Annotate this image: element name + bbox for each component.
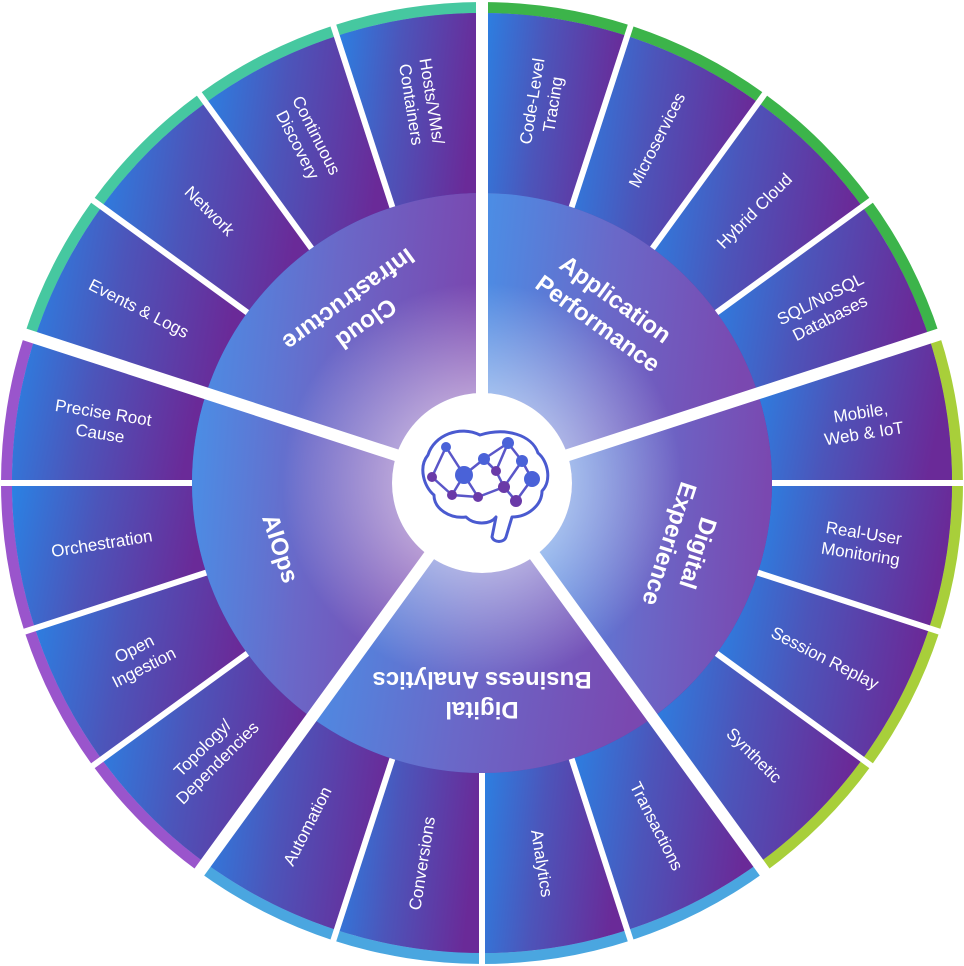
segment-divider (195, 90, 314, 251)
application-performance-segment-1[interactable] (482, 13, 628, 208)
segment-divider (89, 651, 250, 770)
aiops-segment-4[interactable] (12, 337, 207, 483)
segment-divider (329, 757, 396, 944)
cloud-infrastructure-segment-2[interactable] (101, 102, 312, 313)
digital-experience-segment-1[interactable] (757, 337, 952, 483)
aiops-segment-2[interactable] (35, 572, 248, 760)
segment-divider (568, 757, 635, 944)
digital-business-analytics-title: Digital (445, 696, 518, 723)
digital-experience-ring-arc (758, 334, 963, 873)
segment-divider (21, 569, 208, 636)
aiops-segment-1[interactable] (101, 653, 312, 864)
digital-experience-segment-4[interactable] (652, 653, 863, 864)
segment-divider (568, 22, 635, 209)
aiops-segment-3[interactable] (12, 483, 207, 629)
segment-divider (650, 90, 769, 251)
center-hub (282, 283, 682, 683)
segment-divider (756, 569, 943, 636)
segment-divider (329, 22, 396, 209)
application-performance-segment-4[interactable] (716, 206, 929, 394)
cloud-infrastructure-segment-4[interactable] (336, 13, 482, 208)
segment-divider (714, 651, 875, 770)
brain-network-icon (421, 429, 550, 543)
application-performance-ring-arc (482, 2, 940, 338)
application-performance-segment-3[interactable] (652, 102, 863, 313)
digital-experience-segment-2[interactable] (757, 483, 952, 629)
digital-experience-segment-3[interactable] (716, 572, 929, 760)
digital-business-analytics-title: Business Analytics (372, 666, 591, 693)
center-hub-disk (392, 393, 572, 573)
digital-business-analytics-segment-1[interactable] (571, 717, 759, 930)
cloud-infrastructure-segment-1[interactable] (35, 206, 248, 394)
digital-business-analytics-ring-arc (199, 863, 765, 964)
digital-business-analytics-title-group: Digital Business Analytics (372, 666, 591, 723)
aiops-ring-arc (1, 334, 206, 873)
outer-segments (12, 13, 952, 953)
digital-business-analytics-segment-4[interactable] (205, 717, 393, 930)
cloud-infrastructure-ring-arc (24, 2, 483, 338)
application-performance-segment-2[interactable] (571, 36, 759, 249)
cloud-infrastructure-segment-3[interactable] (205, 36, 393, 249)
digital-business-analytics-segment-3[interactable] (336, 758, 482, 953)
segment-divider (714, 196, 875, 315)
segment-divider (89, 196, 250, 315)
digital-business-analytics-segment-2[interactable] (482, 758, 628, 953)
